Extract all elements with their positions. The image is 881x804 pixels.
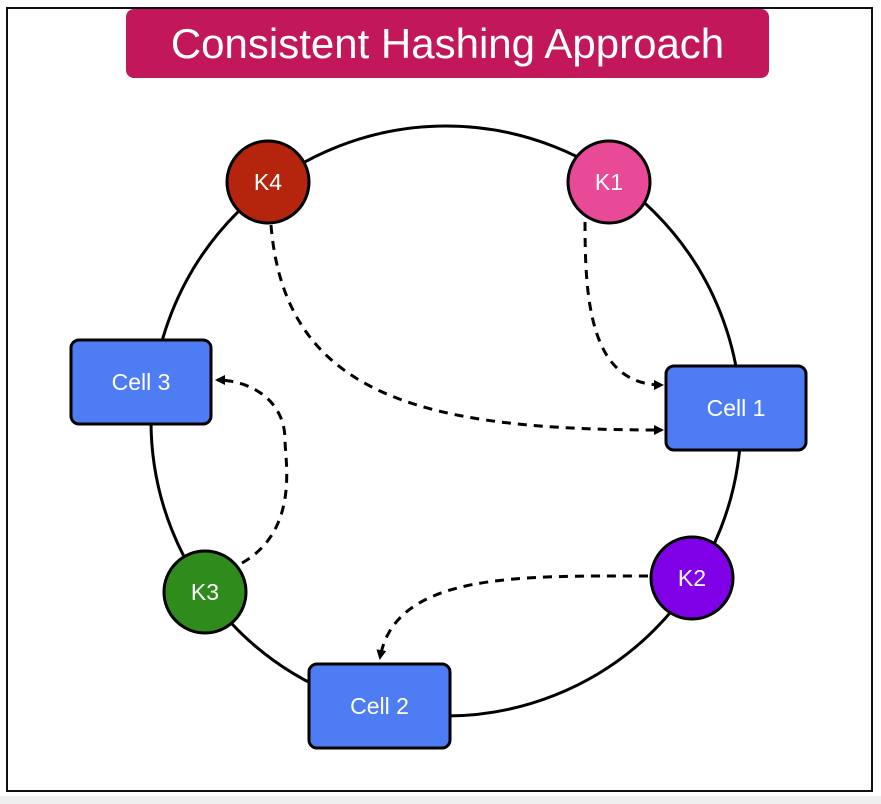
key-k1-label: K1: [595, 169, 623, 195]
key-k4-label: K4: [254, 169, 282, 195]
hash-ring: [149, 124, 743, 718]
key-k3-label: K3: [191, 579, 219, 605]
cell-3-node: Cell 3: [69, 338, 213, 426]
cell-3-label: Cell 3: [112, 369, 171, 395]
diagram-title: Consistent Hashing Approach: [126, 9, 769, 78]
cell-1-label: Cell 1: [707, 395, 766, 421]
key-k2-node: K2: [649, 535, 735, 621]
cell-2-label: Cell 2: [350, 693, 409, 719]
key-k4-node: K4: [225, 139, 311, 225]
key-k2-label: K2: [678, 565, 706, 591]
bottom-strip: [0, 796, 881, 804]
arrow-k4-to-cell1: [269, 224, 664, 435]
key-k1-node: K1: [566, 139, 652, 225]
cell-2-node: Cell 2: [307, 662, 452, 750]
arrow-k3-to-cell3: [215, 375, 289, 565]
arrow-k2-to-cell2: [376, 574, 649, 660]
arrow-k1-to-cell1: [583, 221, 664, 390]
cell-1-node: Cell 1: [664, 364, 808, 452]
key-k3-node: K3: [162, 549, 248, 635]
